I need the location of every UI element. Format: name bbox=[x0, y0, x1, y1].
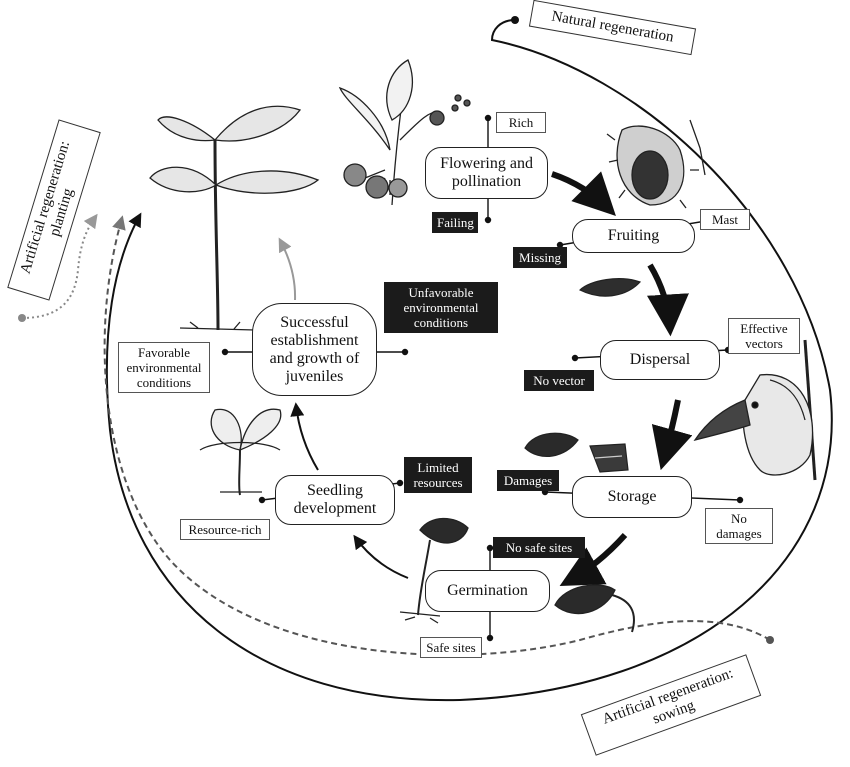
sowing-start-dot bbox=[766, 636, 774, 644]
condition-no-safe-sites: No safe sites bbox=[493, 537, 585, 558]
germinating-seed-icon bbox=[554, 584, 635, 633]
condition-no-vector: No vector bbox=[524, 370, 594, 391]
condition-limited-resources: Limited resources bbox=[404, 457, 472, 493]
stage-dispersal: Dispersal bbox=[600, 340, 720, 380]
stage-establishment-growth: Successful establishment and growth of j… bbox=[252, 303, 377, 396]
emerging-seedling-icon bbox=[399, 517, 469, 624]
stage-storage: Storage bbox=[572, 476, 692, 518]
condition-no-damages: No damages bbox=[705, 508, 773, 544]
arrow-establishment-tree bbox=[278, 237, 297, 301]
planting-path bbox=[21, 213, 98, 319]
arrow-fruiting-dispersal bbox=[646, 263, 689, 337]
condition-effective-vectors: Effective vectors bbox=[728, 318, 800, 354]
arrow-storage-germination bbox=[559, 532, 628, 587]
nuthatch-bird-icon bbox=[693, 339, 817, 481]
arrow-germination-seedling bbox=[353, 534, 409, 579]
stage-seedling-development: Seedling development bbox=[275, 475, 395, 525]
planting-start-dot bbox=[18, 314, 26, 322]
condition-safe-sites: Safe sites bbox=[420, 637, 482, 658]
juvenile-tree-icon bbox=[149, 105, 320, 331]
arrow-flowering-fruiting bbox=[551, 171, 616, 216]
damaged-nuts-icon bbox=[524, 432, 629, 473]
arrow-dispersal-storage bbox=[651, 399, 693, 471]
beechnut-icon bbox=[578, 278, 642, 297]
condition-damages: Damages bbox=[497, 470, 559, 491]
condition-favorable-environment: Favorable environmental conditions bbox=[118, 342, 210, 393]
arrow-seedling-establishment bbox=[290, 402, 319, 471]
sowing-path bbox=[103, 215, 771, 656]
stage-flowering-pollination: Flowering and pollination bbox=[425, 147, 548, 199]
natural-regeneration-loop bbox=[105, 19, 833, 702]
natural-loop-start-dot bbox=[511, 16, 519, 24]
condition-unfavorable-environment: Unfavorable environmental conditions bbox=[384, 282, 498, 333]
stage-germination: Germination bbox=[425, 570, 550, 612]
condition-missing: Missing bbox=[513, 247, 567, 268]
stage-fruiting: Fruiting bbox=[572, 219, 695, 253]
beechnut-cupule-icon bbox=[606, 119, 706, 209]
condition-mast: Mast bbox=[700, 209, 750, 230]
beech-flower-icon bbox=[338, 59, 471, 206]
condition-rich: Rich bbox=[496, 112, 546, 133]
condition-failing: Failing bbox=[432, 212, 478, 233]
condition-resource-rich: Resource-rich bbox=[180, 519, 270, 540]
young-seedling-icon bbox=[199, 408, 282, 496]
